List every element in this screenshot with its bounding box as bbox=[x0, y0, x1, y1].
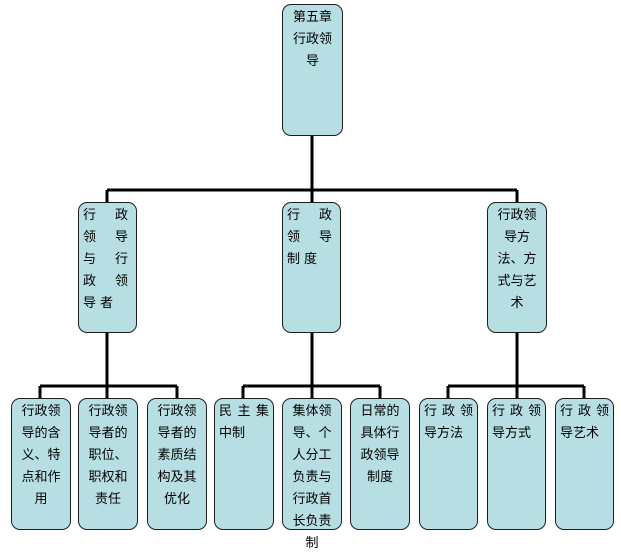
leaf-node-collective-leadership[interactable]: 集体领导、个人分工负责与行政首长负责制 bbox=[282, 398, 342, 551]
leaf-node-leadership-styles-label: 行政领导方式 bbox=[492, 404, 541, 441]
root-node[interactable]: 第五章行政领导 bbox=[282, 4, 343, 136]
branch-node-leadership-and-leaders-label: 行政领导与行政领导者 bbox=[83, 208, 132, 311]
leaf-node-leadership-methods[interactable]: 行政领导方法 bbox=[419, 398, 478, 530]
leaf-node-daily-leadership-system[interactable]: 日常的具体行政领导制度 bbox=[350, 398, 410, 530]
leaf-node-leadership-art[interactable]: 行政领导艺术 bbox=[555, 398, 614, 530]
leaf-node-quality-structure-label: 行政领导者的素质结构及其优化 bbox=[157, 404, 197, 507]
leaf-node-quality-structure[interactable]: 行政领导者的素质结构及其优化 bbox=[147, 398, 207, 530]
branch-node-leadership-system-label: 行政领导制度 bbox=[287, 208, 336, 267]
leaf-node-leadership-art-label: 行政领导艺术 bbox=[560, 404, 609, 441]
root-node-label: 第五章行政领导 bbox=[292, 10, 332, 69]
leaf-node-democratic-centralism[interactable]: 民主集中制 bbox=[214, 398, 274, 530]
leaf-node-daily-leadership-system-label: 日常的具体行政领导制度 bbox=[360, 404, 400, 485]
leaf-node-leadership-methods-label: 行政领导方法 bbox=[424, 404, 473, 441]
branch-node-methods-styles-art[interactable]: 行政领导方法、方式与艺术 bbox=[487, 202, 547, 333]
org-chart-connectors bbox=[38, 136, 586, 399]
branch-node-leadership-system[interactable]: 行政领导制度 bbox=[282, 202, 341, 333]
connector-lines bbox=[38, 136, 586, 399]
leaf-node-leadership-styles[interactable]: 行政领导方式 bbox=[487, 398, 546, 530]
branch-node-methods-styles-art-label: 行政领导方法、方式与艺术 bbox=[497, 208, 537, 311]
leaf-node-meaning-characteristics-role[interactable]: 行政领导的含义、特点和作用 bbox=[11, 398, 71, 530]
leaf-node-collective-leadership-label: 集体领导、个人分工负责与行政首长负责制 bbox=[292, 404, 332, 551]
leaf-node-meaning-characteristics-role-label: 行政领导的含义、特点和作用 bbox=[21, 404, 61, 507]
leaf-node-position-authority-responsibility[interactable]: 行政领导者的职位、职权和责任 bbox=[78, 398, 138, 530]
leaf-node-position-authority-responsibility-label: 行政领导者的职位、职权和责任 bbox=[88, 404, 128, 507]
leaf-node-democratic-centralism-label: 民主集中制 bbox=[219, 404, 269, 441]
branch-node-leadership-and-leaders[interactable]: 行政领导与行政领导者 bbox=[78, 202, 137, 333]
